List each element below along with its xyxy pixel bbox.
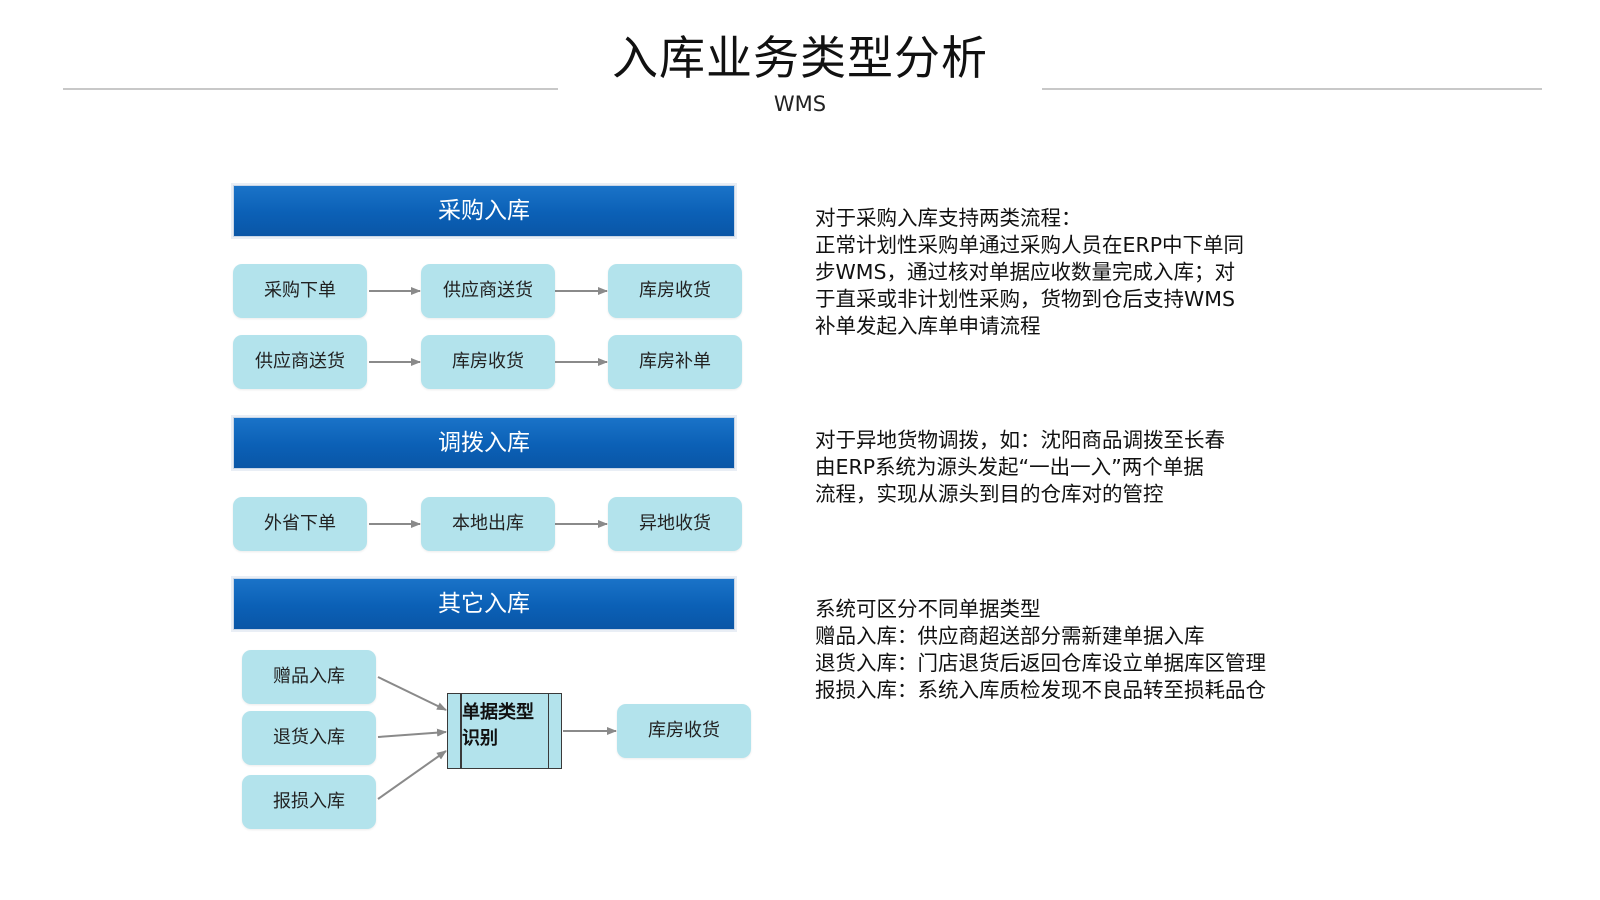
description-line: 正常计划性采购单通过采购人员在ERP中下单同 — [815, 233, 1245, 257]
flow-box: 采购下单 — [233, 264, 367, 318]
flow-box: 外省下单 — [233, 497, 367, 551]
flow-box: 供应商送货 — [233, 335, 367, 389]
page-title: 入库业务类型分析 — [612, 31, 988, 85]
page-subtitle: WMS — [773, 92, 827, 116]
header-rule-right — [1042, 88, 1542, 90]
arrow — [377, 676, 447, 711]
flow-box: 库房收货 — [421, 335, 555, 389]
section-banner-transfer: 调拨入库 — [233, 417, 735, 469]
description-line: 由ERP系统为源头发起“一出一入”两个单据 — [815, 455, 1204, 479]
flow-box: 库房收货 — [608, 264, 742, 318]
description-line: 于直采或非计划性采购，货物到仓后支持WMS — [815, 287, 1235, 311]
description-line: 报损入库：系统入库质检发现不良品转至损耗品仓 — [815, 678, 1266, 702]
description-line: 对于采购入库支持两类流程： — [815, 206, 1082, 230]
input-box: 报损入库 — [242, 775, 376, 829]
flow-box: 本地出库 — [421, 497, 555, 551]
output-box: 库房收货 — [617, 704, 751, 758]
section-banner-purchase: 采购入库 — [233, 185, 735, 237]
description-line: 步WMS，通过核对单据应收数量完成入库；对 — [815, 260, 1235, 284]
flow-box: 异地收货 — [608, 497, 742, 551]
description-line: 系统可区分不同单据类型 — [815, 597, 1041, 621]
document-type-identifier: 单据类型识别 — [447, 693, 562, 769]
section-banner-other: 其它入库 — [233, 578, 735, 630]
description-other: 系统可区分不同单据类型 赠品入库：供应商超送部分需新建单据入库 退货入库：门店退… — [815, 596, 1335, 704]
description-purchase: 对于采购入库支持两类流程： 正常计划性采购单通过采购人员在ERP中下单同 步WM… — [815, 205, 1335, 340]
header-rule-left — [63, 88, 558, 90]
flow-box: 库房补单 — [608, 335, 742, 389]
description-line: 对于异地货物调拨，如：沈阳商品调拨至长春 — [815, 428, 1225, 452]
description-line: 赠品入库：供应商超送部分需新建单据入库 — [815, 624, 1205, 648]
description-line: 流程，实现从源头到目的仓库对的管控 — [815, 482, 1164, 506]
description-line: 补单发起入库单申请流程 — [815, 314, 1041, 338]
description-line: 退货入库：门店退货后返回仓库设立单据库区管理 — [815, 651, 1266, 675]
input-box: 退货入库 — [242, 711, 376, 765]
process-bar-right — [547, 694, 549, 768]
flow-box: 供应商送货 — [421, 264, 555, 318]
arrow — [377, 728, 447, 738]
input-box: 赠品入库 — [242, 650, 376, 704]
description-transfer: 对于异地货物调拨，如：沈阳商品调拨至长春 由ERP系统为源头发起“一出一入”两个… — [815, 427, 1335, 508]
arrow — [377, 750, 447, 800]
process-bar-left — [460, 694, 462, 768]
identifier-label: 单据类型识别 — [462, 702, 534, 749]
